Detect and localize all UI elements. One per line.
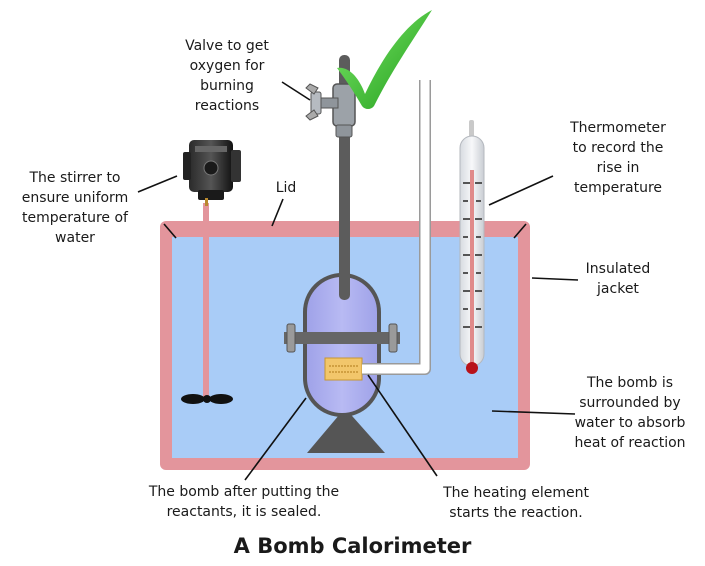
stirrer-blade <box>181 394 205 404</box>
thermometer-icon <box>459 120 485 374</box>
stirrer-rod <box>203 203 209 398</box>
diagram-title: A Bomb Calorimeter <box>233 534 472 558</box>
heating-element <box>324 357 363 381</box>
label-heating-element: The heating element starts the reaction. <box>443 485 589 521</box>
leader-heating <box>367 374 438 477</box>
leader-jacket <box>531 277 579 281</box>
label-stirrer: The stirrer to ensure uniform temperatur… <box>21 170 129 246</box>
stirrer-blade <box>209 394 233 404</box>
leader-valve <box>281 81 311 101</box>
label-jacket: Insulated jacket <box>585 261 651 297</box>
label-bomb-sealed: The bomb after putting the reactants, it… <box>148 484 340 520</box>
bomb <box>284 273 400 417</box>
leader-lid-right <box>513 223 527 239</box>
leader-stirrer <box>137 175 178 193</box>
bomb-stand <box>307 408 385 453</box>
leader-lid <box>271 198 284 227</box>
leader-thermometer <box>488 175 554 206</box>
stirrer-motor-icon <box>183 140 241 206</box>
leader-water <box>491 410 576 415</box>
leader-lid-left <box>163 223 177 239</box>
label-lid: Lid <box>275 180 297 196</box>
valve-icon <box>305 83 356 138</box>
label-valve: Valve to get oxygen for burning reaction… <box>185 38 269 114</box>
check-icon <box>337 10 432 109</box>
leader-bomb-sealed <box>244 397 307 481</box>
label-thermometer: Thermometer to record the rise in temper… <box>570 120 666 196</box>
label-bomb-water: The bomb is surrounded by water to absor… <box>574 375 686 451</box>
